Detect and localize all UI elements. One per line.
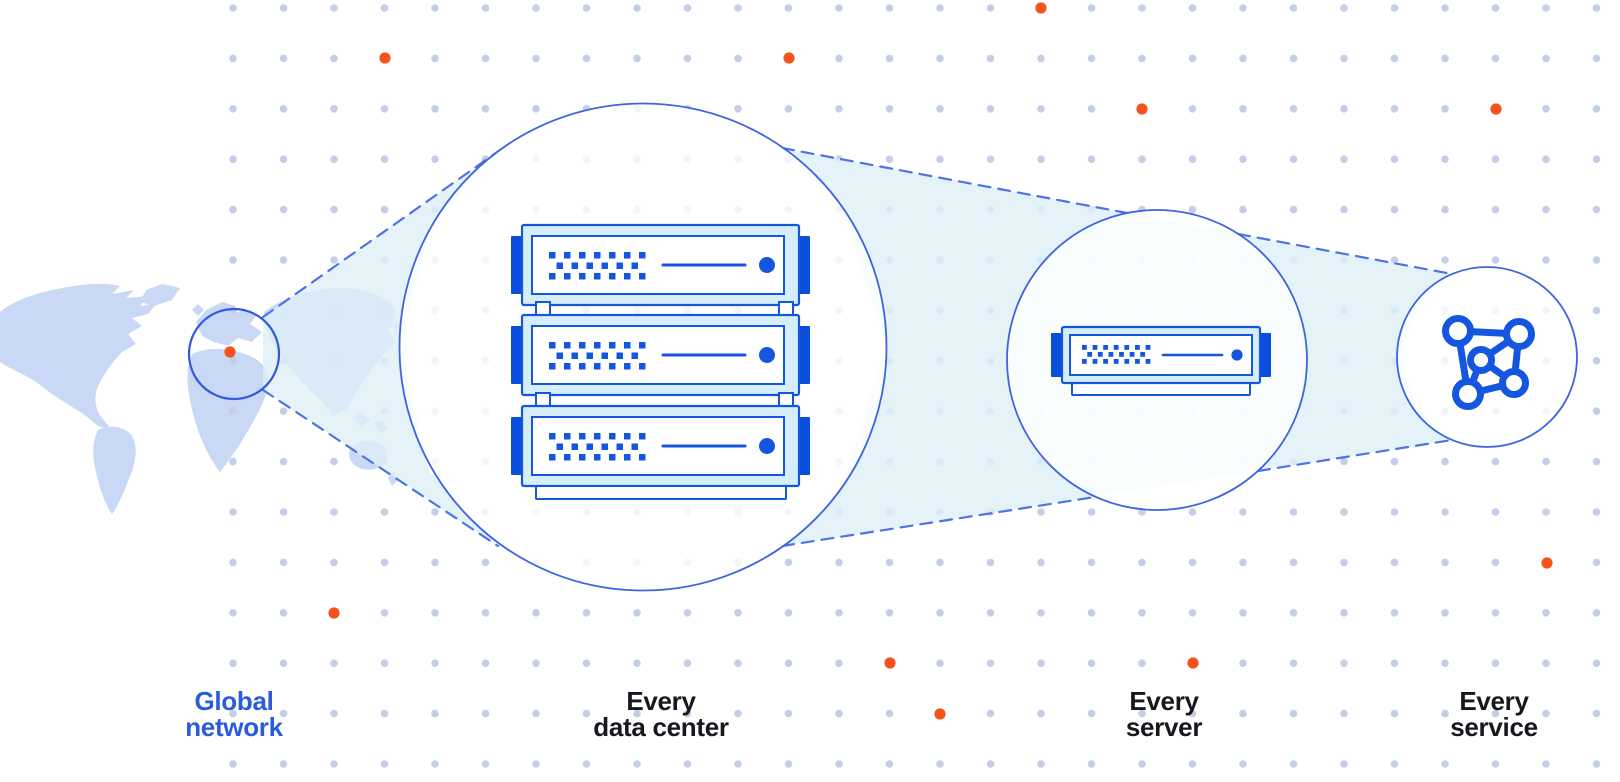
label-line: Every [1129, 686, 1199, 716]
service-mesh-icon [1442, 315, 1535, 410]
zoom-cone-left [263, 150, 500, 546]
server-unit [511, 404, 810, 488]
server-icon [1051, 325, 1271, 396]
label-line: data center [593, 712, 729, 742]
server-rack-icon [511, 223, 810, 500]
label-line: Every [1459, 686, 1529, 716]
server-unit [511, 223, 810, 307]
label-global-network: Global network [185, 688, 283, 740]
label-every-service: Every service [1450, 688, 1538, 740]
location-marker-dot [224, 346, 236, 358]
label-line: service [1450, 712, 1538, 742]
label-line: server [1125, 712, 1203, 742]
label-line: Every [626, 686, 696, 716]
accent-dots [328, 2, 1553, 720]
map-region-circle [187, 307, 281, 401]
dashed-cone-lines [261, 146, 1454, 548]
label-line: network [185, 712, 283, 742]
label-every-data-center: Every data center [593, 686, 729, 742]
label-line: Global [194, 686, 274, 716]
server-unit [511, 313, 810, 397]
label-every-server: Every server [1125, 686, 1203, 742]
